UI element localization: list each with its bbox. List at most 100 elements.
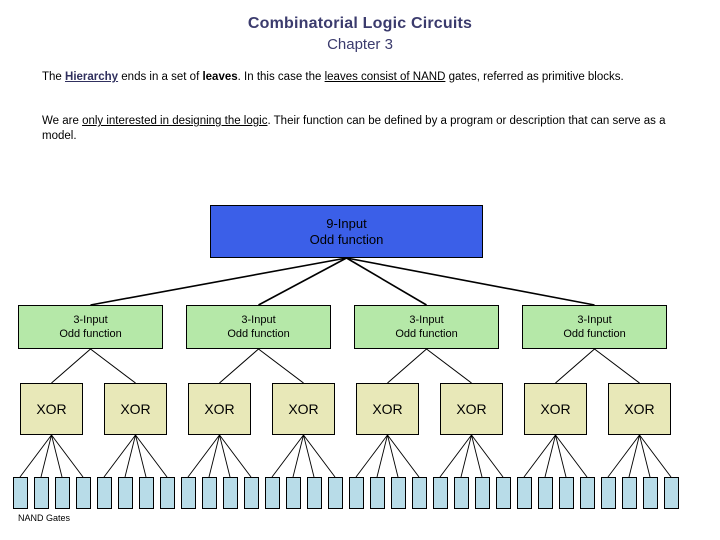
- nand-gate-5[interactable]: [96, 477, 112, 509]
- xor-node-3-label: XOR: [204, 401, 235, 417]
- xor-node-7-label: XOR: [540, 401, 571, 417]
- mid-node-3-line2: Odd function: [395, 328, 458, 340]
- wire-xor-3-to-nand-4: [219, 434, 252, 478]
- nand-gate-10[interactable]: [201, 477, 217, 509]
- nand-gate-23[interactable]: [474, 477, 490, 509]
- mid-node-4-line2: Odd function: [563, 328, 626, 340]
- wire-xor-8-to-nand-1: [607, 434, 640, 478]
- wire-xor-4-to-nand-4: [303, 434, 336, 478]
- wire-xor-5-to-nand-4: [387, 434, 420, 478]
- xor-node-8[interactable]: XOR: [608, 383, 671, 435]
- nand-gate-11[interactable]: [222, 477, 238, 509]
- nand-gate-30[interactable]: [621, 477, 637, 509]
- wire-xor-6-to-nand-3: [471, 434, 483, 478]
- nand-gate-12[interactable]: [243, 477, 259, 509]
- paragraph-1-segment-0: The: [42, 71, 66, 83]
- nand-gate-24[interactable]: [495, 477, 511, 509]
- page-title: Combinatorial Logic Circuits: [247, 15, 473, 32]
- wire-xor-1-to-nand-3: [51, 434, 63, 478]
- nand-gate-4[interactable]: [75, 477, 91, 509]
- paragraph-2-segment-0: We are: [42, 115, 83, 127]
- body-paragraph-1: The Hierarchy ends in a set of leaves. I…: [42, 70, 690, 85]
- wire-xor-8-to-nand-4: [639, 434, 672, 478]
- wire-xor-7-to-nand-1: [523, 434, 556, 478]
- mid-node-2-line1: 3-Input: [241, 314, 276, 326]
- root-node-9-input-odd-function[interactable]: 9-Input Odd function: [210, 205, 483, 258]
- wire-xor-8-to-nand-2: [628, 434, 640, 478]
- wire-root-to-mid-1: [90, 257, 347, 306]
- xor-node-2[interactable]: XOR: [104, 383, 167, 435]
- nand-gates-label: NAND Gates: [18, 513, 71, 523]
- wire-xor-2-to-nand-1: [103, 434, 136, 478]
- wire-xor-2-to-nand-3: [135, 434, 147, 478]
- wire-xor-8-to-nand-3: [639, 434, 651, 478]
- nand-gate-7[interactable]: [138, 477, 154, 509]
- xor-node-6[interactable]: XOR: [440, 383, 503, 435]
- wire-mid-2-to-xor-3: [219, 348, 259, 384]
- xor-node-6-label: XOR: [456, 401, 487, 417]
- xor-node-5-label: XOR: [372, 401, 403, 417]
- nand-gate-9[interactable]: [180, 477, 196, 509]
- xor-node-4-label: XOR: [288, 401, 319, 417]
- paragraph-2-segment-1: only interested in designing the logic: [82, 115, 268, 127]
- wire-root-to-mid-3: [346, 257, 427, 306]
- xor-node-7[interactable]: XOR: [524, 383, 587, 435]
- xor-node-1[interactable]: XOR: [20, 383, 83, 435]
- nand-gate-18[interactable]: [369, 477, 385, 509]
- nand-gate-32[interactable]: [663, 477, 679, 509]
- mid-node-4-line1: 3-Input: [577, 314, 612, 326]
- wire-root-to-mid-2: [258, 257, 347, 306]
- paragraph-1-segment-1: Hierarchy: [65, 71, 119, 83]
- mid-node-1-line2: Odd function: [59, 328, 122, 340]
- nand-gate-26[interactable]: [537, 477, 553, 509]
- wire-xor-4-to-nand-1: [271, 434, 304, 478]
- wire-xor-7-to-nand-2: [544, 434, 556, 478]
- nand-gate-29[interactable]: [600, 477, 616, 509]
- nand-gate-13[interactable]: [264, 477, 280, 509]
- nand-gate-15[interactable]: [306, 477, 322, 509]
- wire-xor-3-to-nand-2: [208, 434, 220, 478]
- root-node-line1: 9-Input: [326, 215, 367, 231]
- mid-node-2-line2: Odd function: [227, 328, 290, 340]
- nand-gate-3[interactable]: [54, 477, 70, 509]
- title-block: Combinatorial Logic Circuits Chapter 3: [0, 14, 720, 55]
- nand-gate-17[interactable]: [348, 477, 364, 509]
- xor-node-3[interactable]: XOR: [188, 383, 251, 435]
- nand-gate-28[interactable]: [579, 477, 595, 509]
- wire-mid-1-to-xor-1: [51, 348, 91, 384]
- xor-node-2-label: XOR: [120, 401, 151, 417]
- paragraph-1-segment-3: leaves: [202, 71, 238, 83]
- nand-gate-6[interactable]: [117, 477, 133, 509]
- nand-gate-31[interactable]: [642, 477, 658, 509]
- wire-xor-7-to-nand-4: [555, 434, 588, 478]
- wire-xor-2-to-nand-2: [124, 434, 136, 478]
- nand-gate-25[interactable]: [516, 477, 532, 509]
- paragraph-2-segment-2: . Their function can be defined by a pro…: [42, 115, 666, 142]
- wire-mid-4-to-xor-7: [555, 348, 595, 384]
- nand-gate-19[interactable]: [390, 477, 406, 509]
- nand-gate-20[interactable]: [411, 477, 427, 509]
- wire-mid-2-to-xor-4: [258, 348, 304, 384]
- mid-node-1-line1: 3-Input: [73, 314, 108, 326]
- body-paragraph-2: We are only interested in designing the …: [42, 114, 690, 144]
- wire-xor-5-to-nand-3: [387, 434, 399, 478]
- nand-gate-2[interactable]: [33, 477, 49, 509]
- wire-xor-1-to-nand-4: [51, 434, 84, 478]
- wire-xor-3-to-nand-1: [187, 434, 220, 478]
- wire-xor-1-to-nand-2: [40, 434, 52, 478]
- xor-node-4[interactable]: XOR: [272, 383, 335, 435]
- nand-gate-8[interactable]: [159, 477, 175, 509]
- nand-gate-1[interactable]: [12, 477, 28, 509]
- nand-gate-21[interactable]: [432, 477, 448, 509]
- nand-gate-16[interactable]: [327, 477, 343, 509]
- nand-gate-22[interactable]: [453, 477, 469, 509]
- nand-gate-14[interactable]: [285, 477, 301, 509]
- wire-xor-4-to-nand-2: [292, 434, 304, 478]
- nand-gate-27[interactable]: [558, 477, 574, 509]
- root-node-line2: Odd function: [309, 231, 384, 247]
- xor-node-5[interactable]: XOR: [356, 383, 419, 435]
